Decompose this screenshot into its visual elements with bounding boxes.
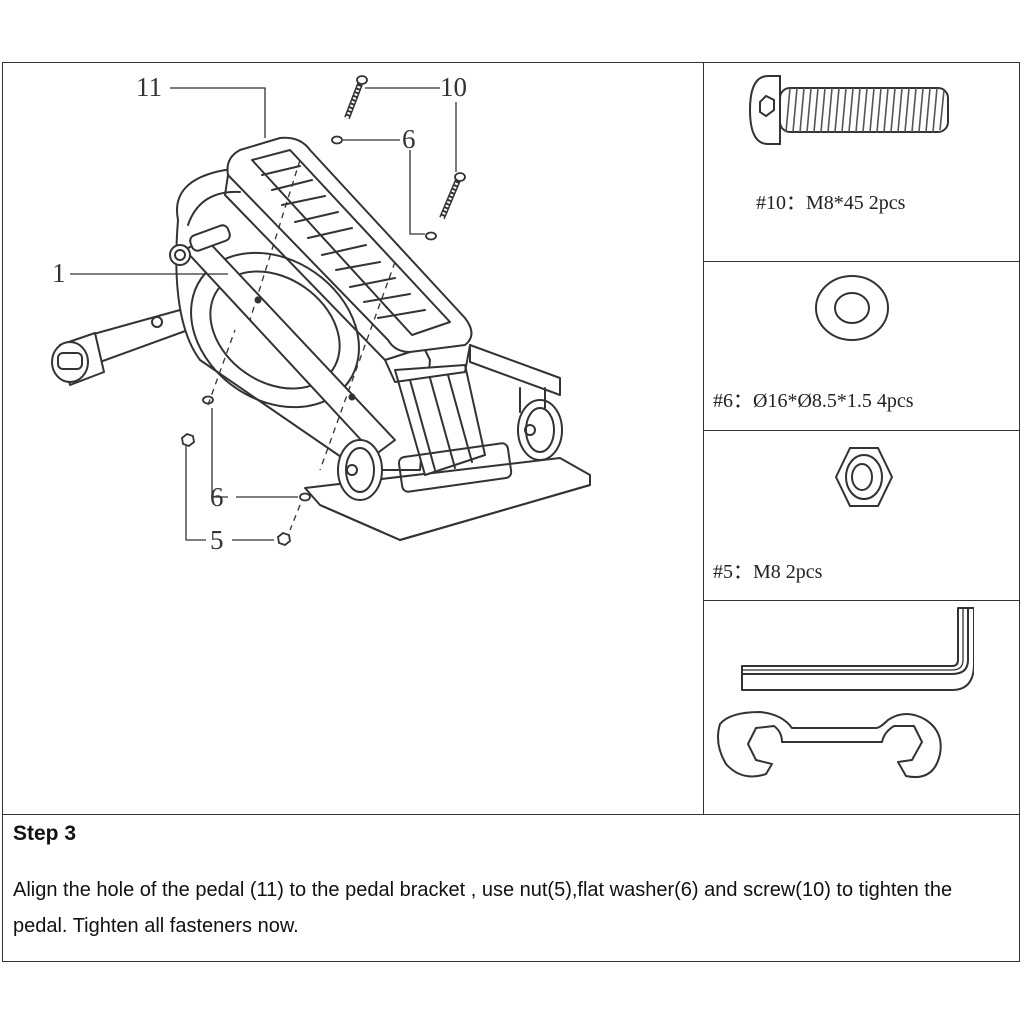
step-title: Step 3	[13, 822, 77, 845]
wrench-icon	[717, 711, 942, 778]
instruction-frame	[2, 62, 1020, 962]
divider-step	[2, 814, 1020, 815]
callout-11: 11	[136, 72, 162, 102]
callout-10: 10	[440, 72, 467, 102]
nut-icon	[834, 447, 894, 507]
washer-icon	[815, 275, 889, 341]
washer-label: #6：Ø16*Ø8.5*1.5 4pcs	[713, 390, 914, 412]
callout-5: 5	[210, 525, 224, 555]
divider-washer-nut	[703, 430, 1020, 431]
column-divider	[703, 62, 704, 815]
callout-6-top: 6	[402, 124, 416, 154]
divider-nut-tools	[703, 600, 1020, 601]
allen-key-icon	[741, 607, 974, 691]
elliptical-assembly-diagram	[51, 75, 591, 547]
screw-label: #10：M8*45 2pcs	[756, 192, 906, 214]
callout-6-bottom: 6	[210, 482, 224, 512]
step-instructions: Align the hole of the pedal (11) to the …	[13, 879, 953, 937]
nut-label: #5：M8 2pcs	[713, 561, 823, 583]
tools-illustration	[717, 607, 974, 778]
callout-1: 1	[52, 258, 66, 288]
divider-screw-washer	[703, 261, 1020, 262]
screw-icon	[748, 75, 949, 145]
